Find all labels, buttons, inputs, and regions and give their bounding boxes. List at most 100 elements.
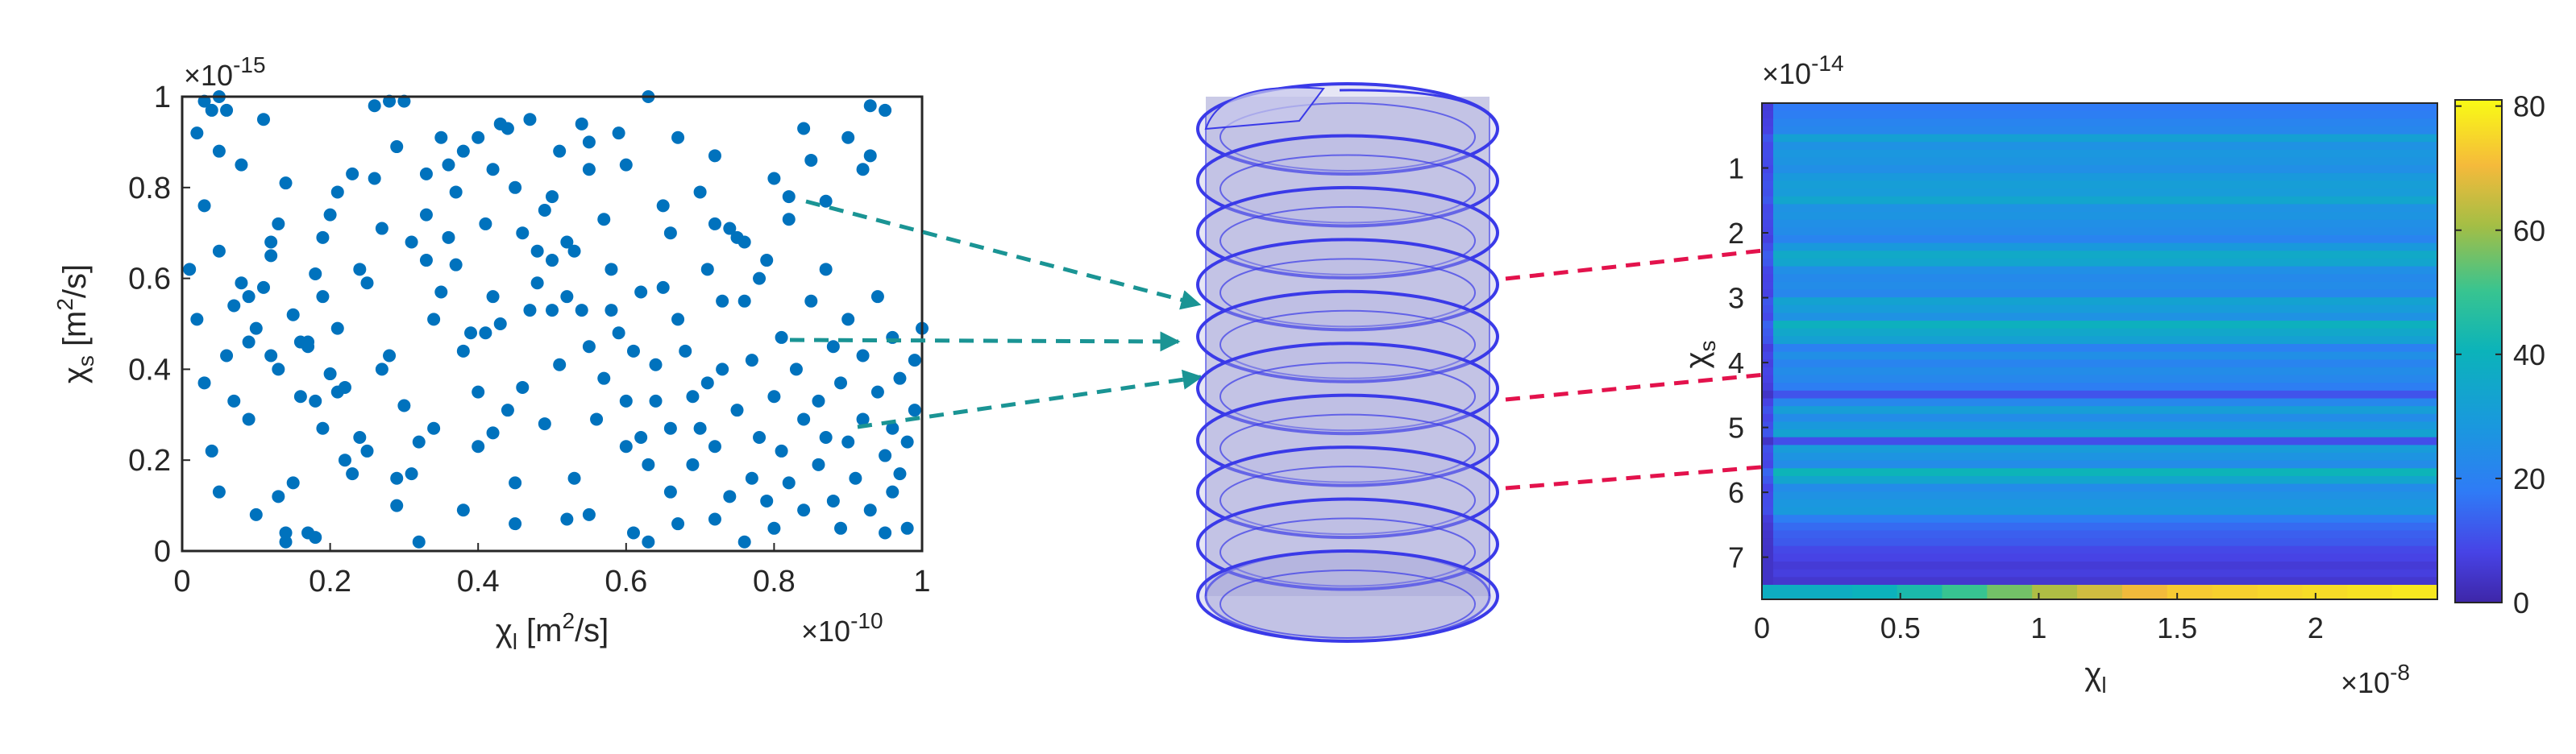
scatter-point: [509, 476, 522, 490]
heatmap-cell: [1762, 313, 1773, 321]
heatmap-cell: [1762, 460, 1773, 469]
heatmap-x-tick-label: 2: [2308, 611, 2324, 644]
scatter-point: [501, 404, 514, 417]
helix-coil: [1196, 393, 1499, 487]
scatter-point: [286, 476, 300, 490]
scatter-point: [775, 444, 788, 458]
helix-coil: [1196, 238, 1499, 332]
scatter-point: [330, 185, 344, 199]
heatmap-row: [1773, 212, 2437, 221]
heatmap-cell: [1762, 196, 1773, 205]
scatter-point: [309, 394, 322, 408]
scatter-point: [375, 362, 388, 376]
scatter-point: [493, 317, 507, 330]
heatmap-frame: [1761, 102, 2438, 600]
heatmap-bottom-cell: [1851, 585, 1898, 599]
heatmap-row: [1773, 475, 2437, 485]
scatter-point: [863, 503, 877, 517]
scatter-point: [819, 194, 833, 208]
heatmap-row: [1773, 196, 2437, 205]
scatter-point: [870, 385, 884, 399]
scatter-point: [560, 290, 574, 304]
heatmap-cell: [1762, 118, 1773, 127]
scatter-point: [264, 349, 278, 362]
scatter-point: [190, 126, 204, 140]
heatmap-bottom-cell: [1897, 585, 1943, 599]
heatmap-cell: [1762, 304, 1773, 314]
scatter-point: [434, 130, 448, 144]
scatter-point: [590, 412, 604, 426]
heatmap-row: [1773, 274, 2437, 283]
heatmap-row: [1773, 126, 2437, 135]
heatmap-cell: [1762, 227, 1773, 236]
heatmap-row: [1773, 437, 2437, 445]
scatter-point: [671, 130, 685, 144]
scatter-point: [582, 340, 596, 354]
scatter-point: [856, 349, 870, 362]
colorbar: [2454, 99, 2503, 603]
scatter-point: [663, 485, 677, 499]
scatter-point: [649, 358, 663, 371]
heatmap-row: [1773, 289, 2437, 298]
scatter-point: [737, 535, 751, 549]
heatmap-cell: [1762, 421, 1773, 430]
heatmap-row: [1773, 538, 2437, 547]
scatter-point: [789, 362, 803, 376]
scatter-point: [523, 304, 537, 317]
scatter-point: [183, 263, 197, 276]
scatter-point: [197, 376, 211, 390]
heatmap-row: [1773, 398, 2437, 407]
scatter-point: [626, 344, 640, 358]
teal-arrow-middle: [789, 331, 1181, 352]
scatter-point: [708, 217, 721, 230]
helix-coil: [1196, 445, 1499, 540]
scatter-point: [708, 149, 721, 163]
scatter-point: [723, 490, 737, 503]
scatter-point: [797, 503, 811, 517]
scatter-point: [301, 340, 315, 354]
helix-coil: [1196, 497, 1499, 591]
scatter-point: [538, 417, 551, 431]
heatmap-row: [1773, 383, 2437, 392]
scatter-point: [597, 371, 611, 385]
colorbar-tick-label: 0: [2513, 586, 2529, 619]
scatter-point: [353, 431, 367, 444]
scatter-point: [375, 222, 388, 235]
scatter-point: [516, 380, 530, 394]
heatmap-bottom-cell: [2121, 585, 2168, 599]
heatmap-row: [1773, 413, 2437, 423]
heatmap-row: [1773, 545, 2437, 555]
heatmap-cell: [1762, 383, 1773, 392]
scatter-point: [716, 294, 729, 308]
heatmap-cell: [1762, 172, 1773, 182]
scatter-point: [523, 113, 537, 126]
scatter-point: [605, 263, 618, 276]
scatter-point: [567, 244, 581, 258]
scatter-point: [834, 521, 848, 535]
heatmap-cell: [1762, 545, 1773, 555]
scatter-point: [671, 517, 685, 531]
heatmap-row: [1773, 103, 2437, 112]
scatter-point: [242, 290, 256, 304]
scatter-point: [693, 421, 707, 435]
heatmap-cell: [1762, 406, 1773, 415]
scatter-point: [863, 149, 877, 163]
heatmap-y-tick-label: 6: [1728, 476, 1744, 509]
heatmap-cell: [1762, 445, 1773, 454]
scatter-point: [212, 144, 226, 158]
scatter-point: [509, 180, 522, 194]
scatter-point: [775, 330, 788, 344]
heatmap-row: [1773, 251, 2437, 259]
heatmap-cell: [1762, 515, 1773, 524]
scatter-point: [197, 199, 211, 213]
scatter-point: [804, 294, 818, 308]
scatter-point: [856, 412, 870, 426]
scatter-point: [338, 454, 351, 467]
heatmap-row: [1773, 553, 2437, 562]
heatmap-row: [1773, 134, 2437, 143]
heatmap-row: [1773, 313, 2437, 321]
scatter-point: [346, 467, 359, 481]
helix-diagram: [1196, 82, 1499, 643]
scatter-point: [841, 435, 855, 449]
